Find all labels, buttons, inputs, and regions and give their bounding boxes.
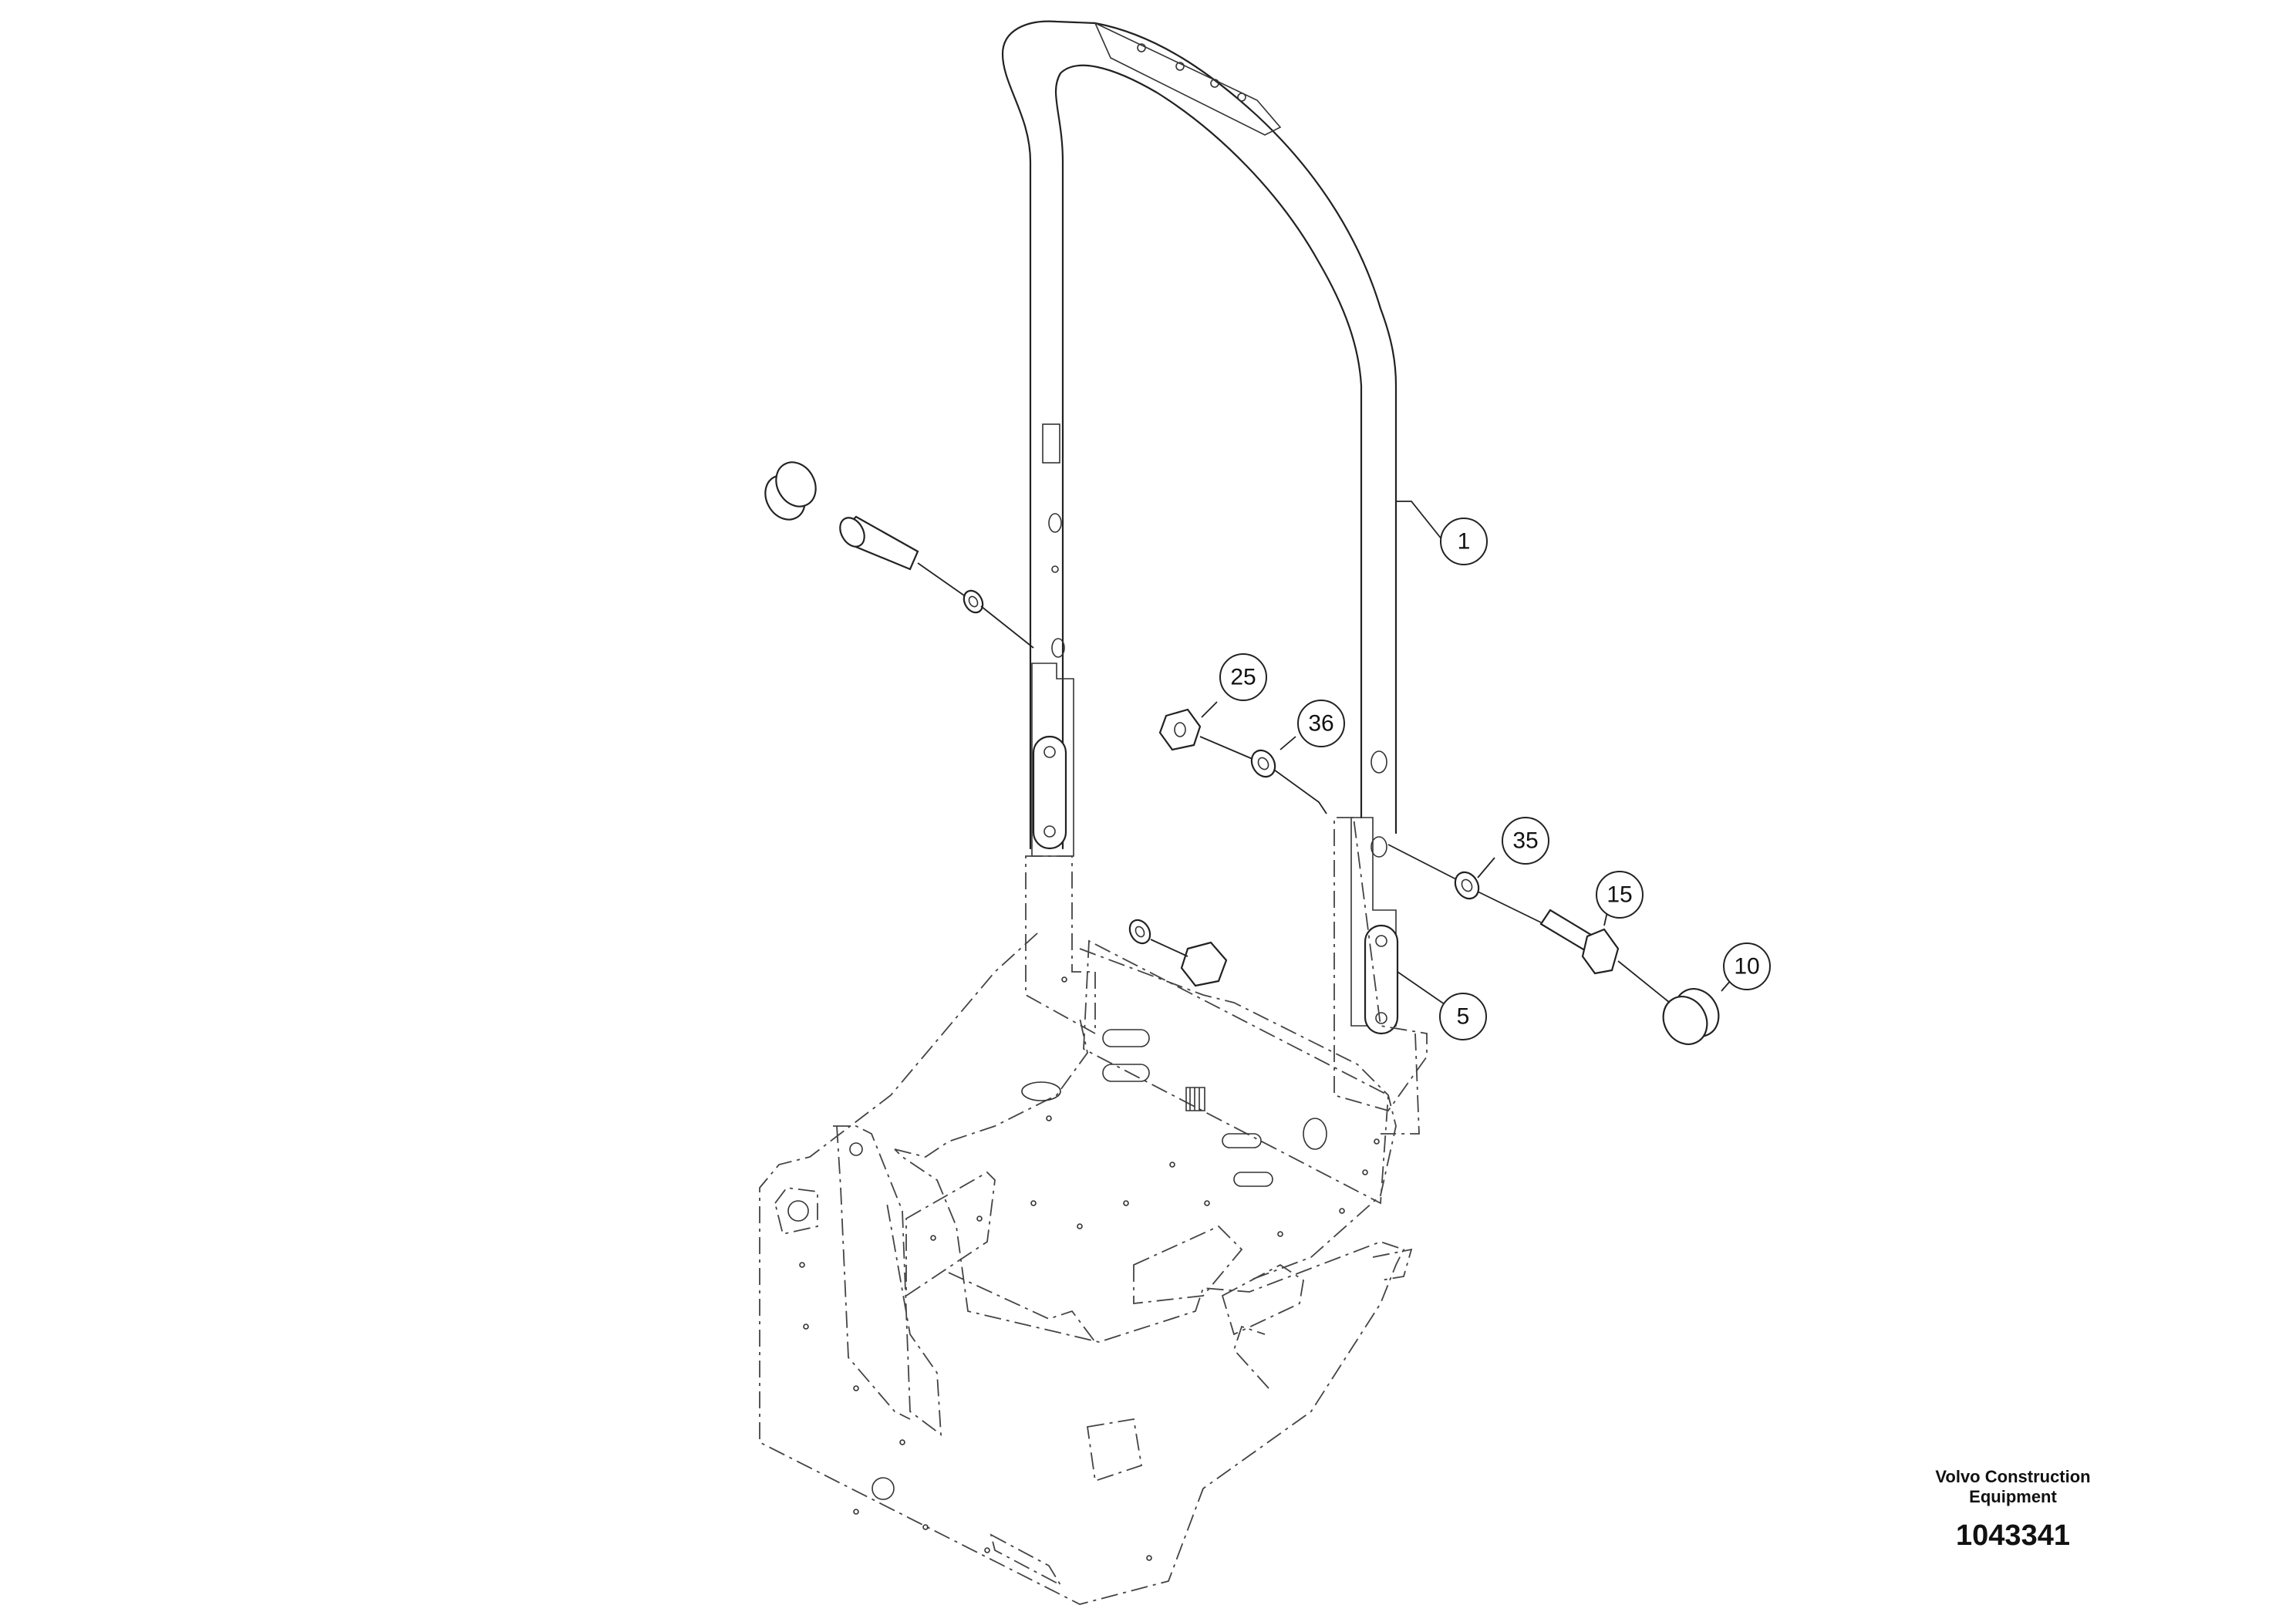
callout-36-label: 36 bbox=[1308, 711, 1333, 737]
title-block: Volvo Construction Equipment 1043341 bbox=[1866, 1467, 2159, 1553]
brand-line-2: Equipment bbox=[1969, 1487, 2057, 1506]
callout-25: 25 bbox=[1219, 653, 1267, 701]
callout-1-label: 1 bbox=[1458, 529, 1471, 555]
chassis-frame bbox=[759, 932, 1413, 1605]
callout-15: 15 bbox=[1596, 871, 1644, 919]
left-end-cap bbox=[764, 461, 817, 521]
washer-36 bbox=[1250, 749, 1276, 778]
nut-25 bbox=[1158, 708, 1202, 751]
lower-left-nut bbox=[1180, 941, 1228, 987]
document-number: 1043341 bbox=[1956, 1519, 2070, 1552]
callout-36: 36 bbox=[1297, 700, 1345, 747]
left-washer bbox=[963, 589, 984, 614]
left-bolt bbox=[839, 515, 919, 571]
callout-5: 5 bbox=[1439, 993, 1487, 1040]
callout-10: 10 bbox=[1723, 943, 1771, 990]
callout-35-label: 35 bbox=[1512, 828, 1538, 854]
callout-5-label: 5 bbox=[1457, 1004, 1470, 1030]
roll-bar bbox=[1001, 20, 1399, 1035]
lower-left-washer bbox=[1128, 919, 1151, 945]
brand-line-1: Volvo Construction bbox=[1935, 1467, 2091, 1486]
callout-25-label: 25 bbox=[1230, 665, 1256, 690]
callout-15-label: 15 bbox=[1607, 882, 1632, 908]
washer-35 bbox=[1454, 871, 1480, 900]
callout-10-label: 10 bbox=[1734, 954, 1759, 980]
end-cap-10 bbox=[1662, 988, 1720, 1045]
mounting-plates bbox=[1025, 817, 1428, 1205]
bolt-15 bbox=[1539, 909, 1620, 975]
callout-1: 1 bbox=[1440, 518, 1488, 565]
callout-35: 35 bbox=[1502, 817, 1549, 865]
